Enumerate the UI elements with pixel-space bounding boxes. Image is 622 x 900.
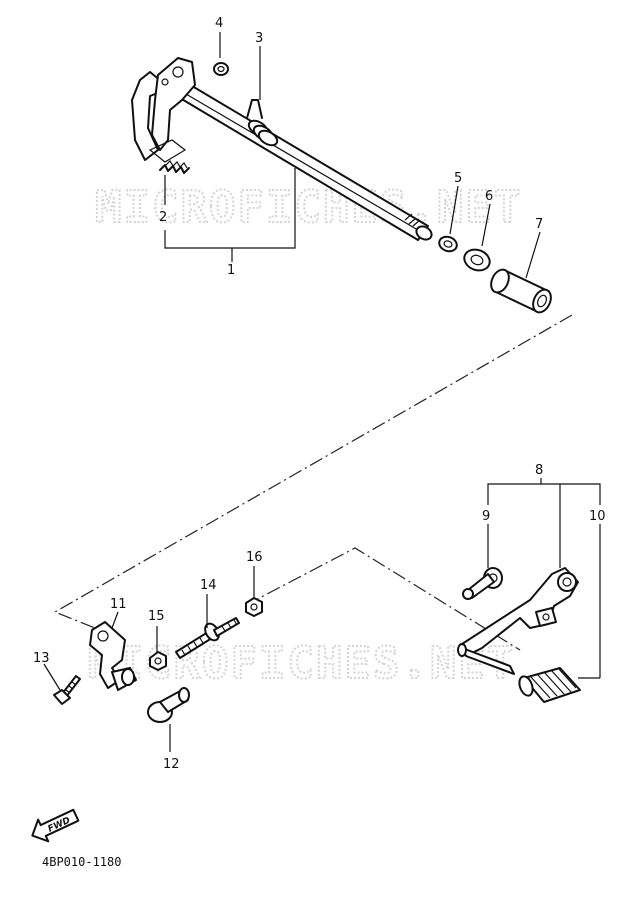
callout-3-label: 3 [255,31,263,46]
callout-1: 1 [164,168,296,278]
rod-end [147,687,190,723]
callout-15-label: 15 [148,609,165,624]
callout-2: 2 [159,175,167,225]
callout-4-label: 4 [215,16,223,31]
callout-15: 15 [148,609,165,652]
nut-small [245,597,263,617]
callout-8: 8 [487,463,601,568]
callout-16-label: 16 [246,550,263,565]
shift-rod [175,617,240,659]
return-spring [246,99,279,147]
callout-9-label: 9 [482,509,490,524]
pedal-rubber [518,667,581,703]
circlip [213,62,229,76]
callout-10-label: 10 [589,509,606,524]
spring-small [159,164,190,174]
callout-16: 16 [246,550,263,598]
shift-pedal [457,567,579,675]
drawing-reference: 4BP010-1180 [42,855,121,869]
callout-6: 6 [481,189,493,247]
callout-7-label: 7 [535,217,543,232]
callout-3: 3 [255,31,263,100]
pedal-joint [462,567,503,600]
callout-12: 12 [163,724,180,772]
shift-arm [89,621,137,691]
bolt [53,675,81,705]
fwd-arrow-icon: FWD [31,808,80,843]
callout-6-label: 6 [485,189,493,204]
callout-11: 11 [110,597,127,629]
oil-seal [463,248,491,272]
callout-13: 13 [33,651,61,691]
callout-12-label: 12 [163,757,180,772]
callout-7: 7 [525,217,543,279]
assembly-centerline [53,314,573,651]
shift-shaft [131,57,433,241]
watermark-top: MICROFICHES.NET [95,182,522,233]
callout-2-label: 2 [159,210,167,225]
collar [490,268,552,314]
callout-4: 4 [215,16,223,58]
callout-14: 14 [200,578,217,628]
callout-13-label: 13 [33,651,50,666]
callout-8-label: 8 [535,463,543,478]
washer [438,235,458,253]
callout-14-label: 14 [200,578,217,593]
callout-9: 9 [482,509,490,568]
callout-10: 10 [578,509,606,679]
callout-1-label: 1 [227,263,235,278]
callout-5-label: 5 [454,171,462,186]
callout-5: 5 [449,171,462,235]
callout-11-label: 11 [110,597,127,612]
nut [149,651,167,671]
